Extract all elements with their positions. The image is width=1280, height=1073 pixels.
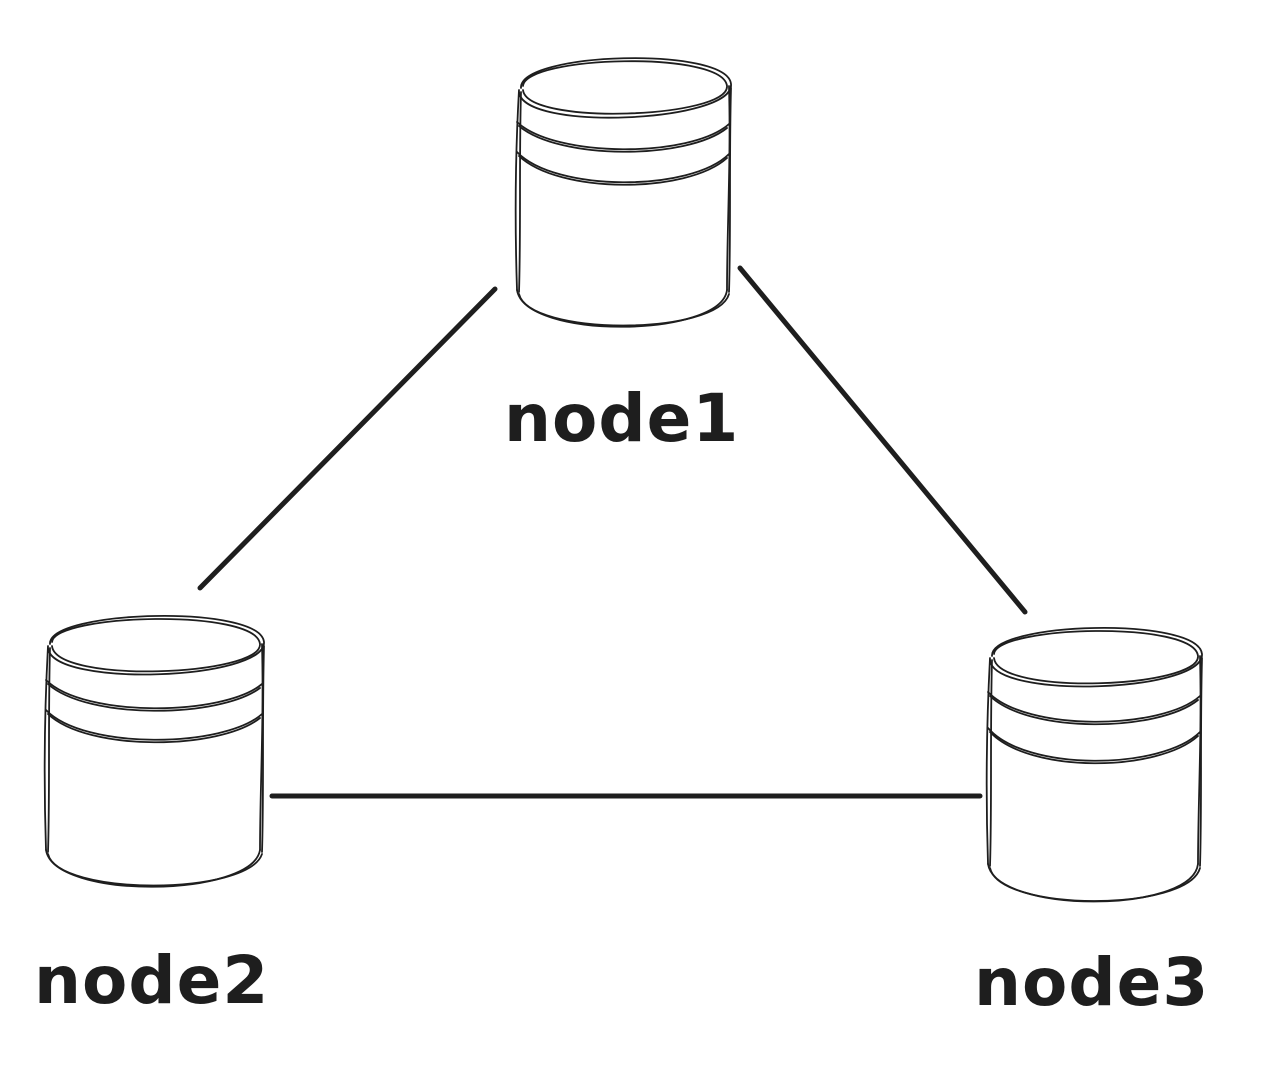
edge-node1-node2 (197, 286, 498, 591)
edges (197, 265, 1028, 799)
database-icon[interactable] (514, 57, 732, 328)
node-label-node1: node1 (504, 380, 740, 457)
node-label-node3: node3 (974, 944, 1210, 1021)
database-icon[interactable] (985, 627, 1203, 903)
database-icon[interactable] (43, 615, 265, 888)
node-label-node2: node2 (34, 942, 270, 1019)
edge-node1-node3 (737, 265, 1028, 615)
